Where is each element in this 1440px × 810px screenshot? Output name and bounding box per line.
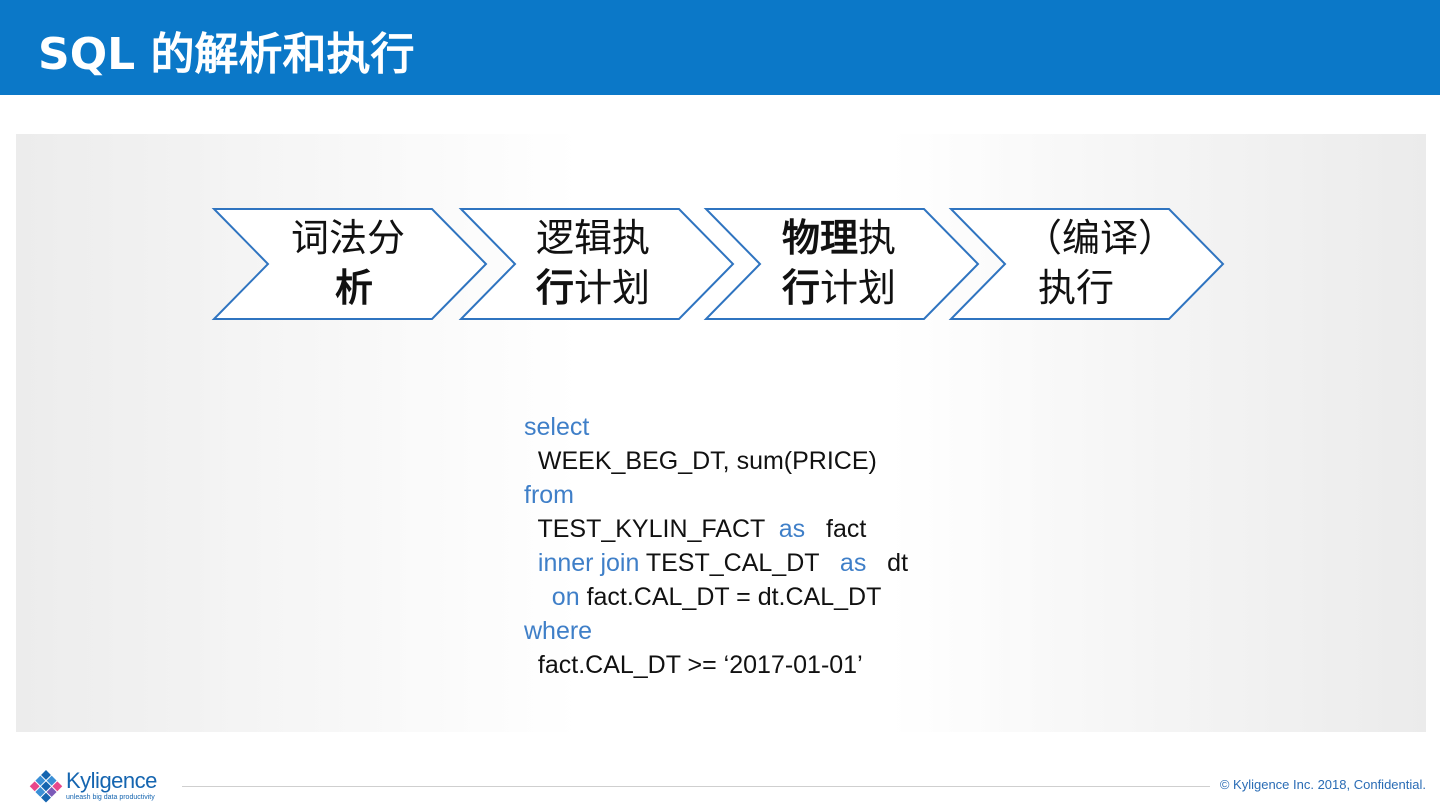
logo-tagline: unleash big data productivity (66, 794, 155, 801)
step-4-label: （编译） 执行 (1024, 216, 1177, 310)
sql-as-keyword-2: as (839, 549, 867, 577)
process-flow (211, 208, 1225, 320)
sql-on-keyword: on (551, 583, 580, 611)
content-panel: 词法分 析 逻辑执 行计划 物理执 行计划 （编译） 执行 select WEE… (16, 134, 1426, 732)
sql-where-condition: fact.CAL_DT >= ‘2017-01-01’ (537, 651, 863, 679)
page-title: SQL 的解析和执行 (38, 29, 415, 80)
sql-alias-2: dt (887, 549, 909, 577)
sql-select-columns: WEEK_BEG_DT, sum(PRICE) (537, 447, 877, 475)
sql-join-table: TEST_CAL_DT (645, 549, 820, 577)
step-arrow-4 (948, 208, 1225, 320)
step-1-label: 词法分 析 (291, 216, 406, 310)
sql-as-keyword-1: as (778, 515, 806, 543)
copyright-text: © Kyligence Inc. 2018, Confidential. (1219, 777, 1426, 792)
step-arrow-3 (703, 208, 980, 320)
sql-from-table: TEST_KYLIN_FACT (537, 515, 765, 543)
logo-name: Kyligence (66, 768, 157, 793)
logo-diamond-icon (29, 770, 63, 803)
step-2-label: 逻辑执 行计划 (536, 216, 651, 310)
sql-code-block: select WEEK_BEG_DT, sum(PRICE) from TEST… (524, 410, 908, 682)
sql-where-keyword: where (524, 617, 593, 645)
step-arrow-2 (458, 208, 735, 320)
header-bar: SQL 的解析和执行 (0, 0, 1440, 95)
sql-join-keyword: inner join (537, 549, 640, 577)
sql-select-keyword: select (524, 413, 590, 441)
sql-on-condition: fact.CAL_DT = dt.CAL_DT (586, 583, 882, 611)
step-3-label: 物理执 行计划 (782, 215, 897, 310)
sql-alias-1: fact (826, 515, 867, 543)
step-arrow-1 (211, 208, 488, 320)
sql-from-keyword: from (524, 481, 574, 509)
footer-divider (182, 786, 1210, 787)
kyligence-logo: Kyligence unleash big data productivity (28, 768, 157, 808)
